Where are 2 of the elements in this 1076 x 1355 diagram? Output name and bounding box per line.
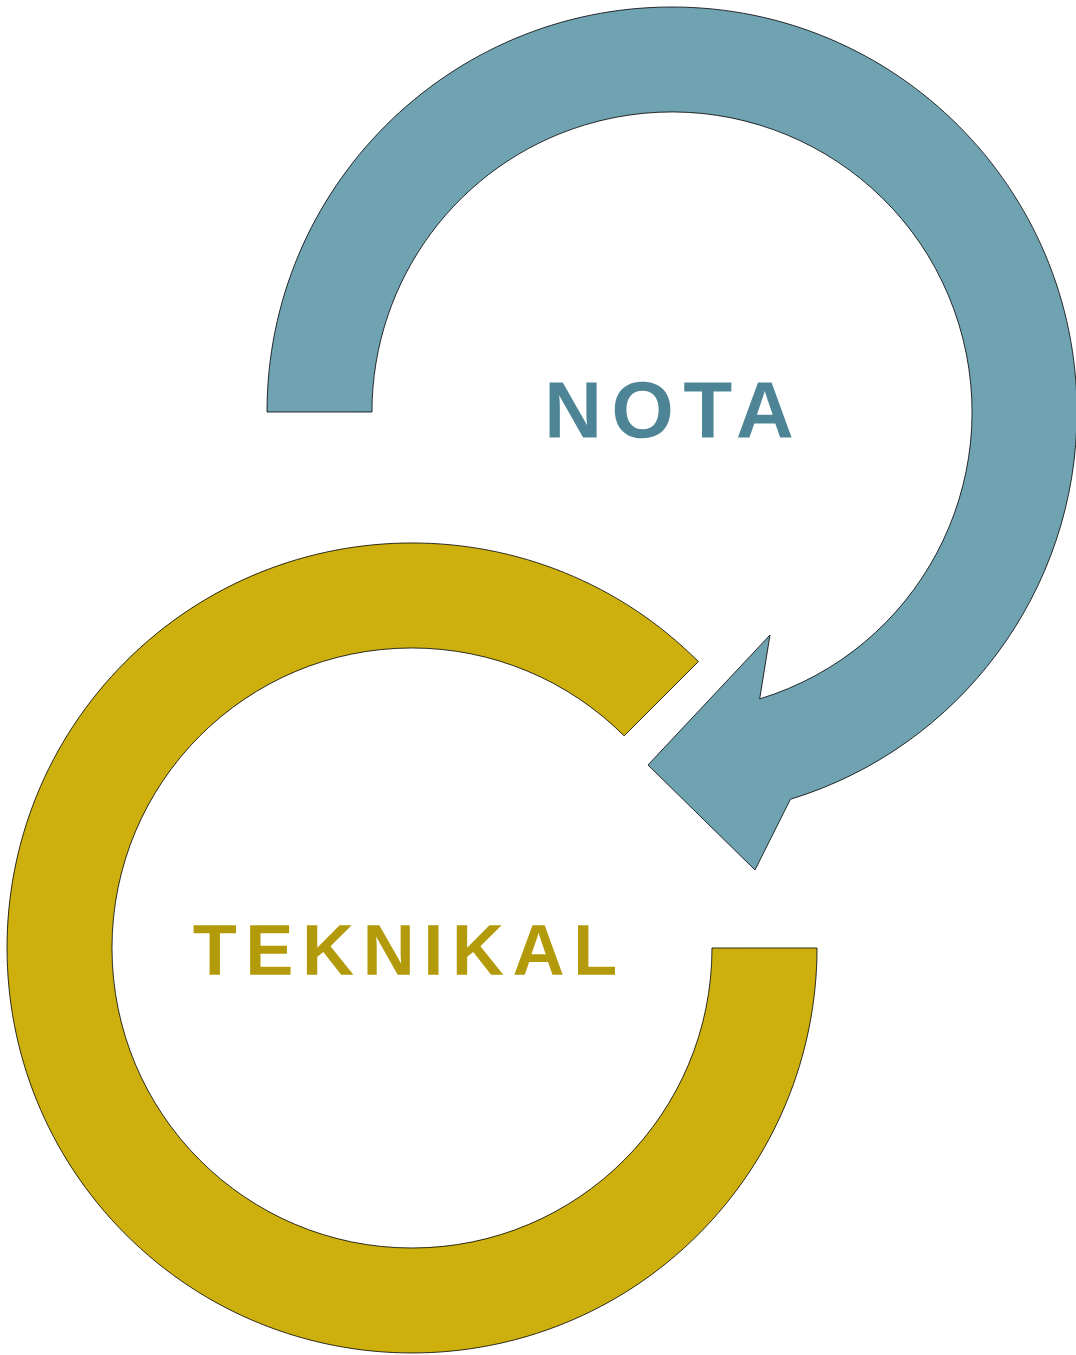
label-text: TEKNIKAL [193, 925, 615, 975]
label-text: NOTA [549, 381, 792, 439]
